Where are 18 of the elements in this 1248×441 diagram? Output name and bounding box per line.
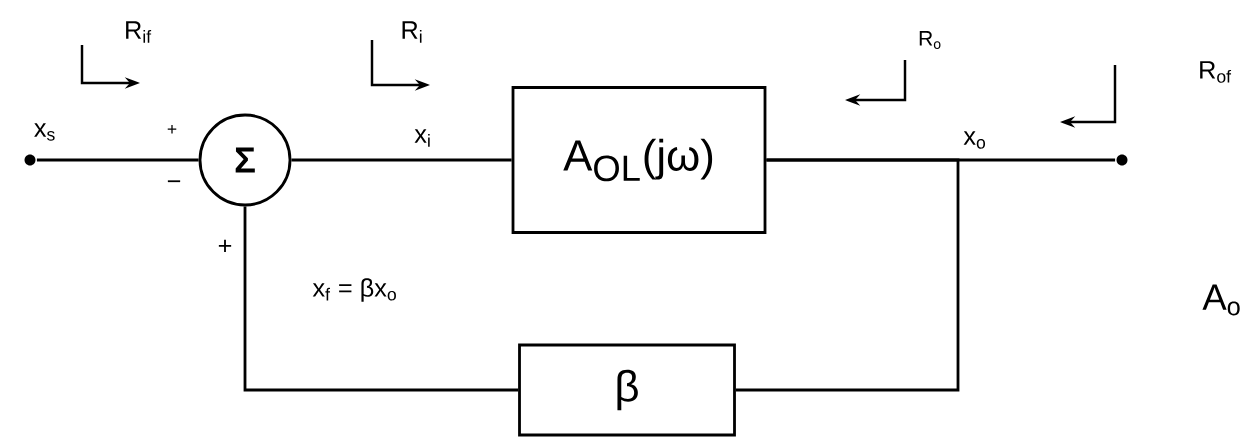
label-text: R$_{o}$ <box>919 31 941 49</box>
label-text: A$_{o}$ <box>1202 284 1240 316</box>
label-text: x$_{s}$ <box>34 123 55 141</box>
block-box: A$_{OL}$(jω) <box>511 86 767 234</box>
label-text: R$_{of}$ <box>1200 61 1232 83</box>
label-text: + <box>218 239 232 253</box>
label-text: R$_{i}$ <box>402 21 422 43</box>
label-text: R$_{if}$ <box>126 21 152 43</box>
connector-line <box>243 206 519 392</box>
connector-line <box>291 158 512 162</box>
label-text: x$_{o}$ <box>963 131 986 149</box>
label-text: − <box>167 180 181 183</box>
block-box: β <box>518 343 736 437</box>
label-text: x$_{i}$ <box>414 129 430 147</box>
connector-line <box>36 158 199 162</box>
label-text: + <box>167 124 177 134</box>
connector-line <box>735 158 960 392</box>
label-text: x$_{f}$ = βx$_{o}$ <box>312 278 396 302</box>
